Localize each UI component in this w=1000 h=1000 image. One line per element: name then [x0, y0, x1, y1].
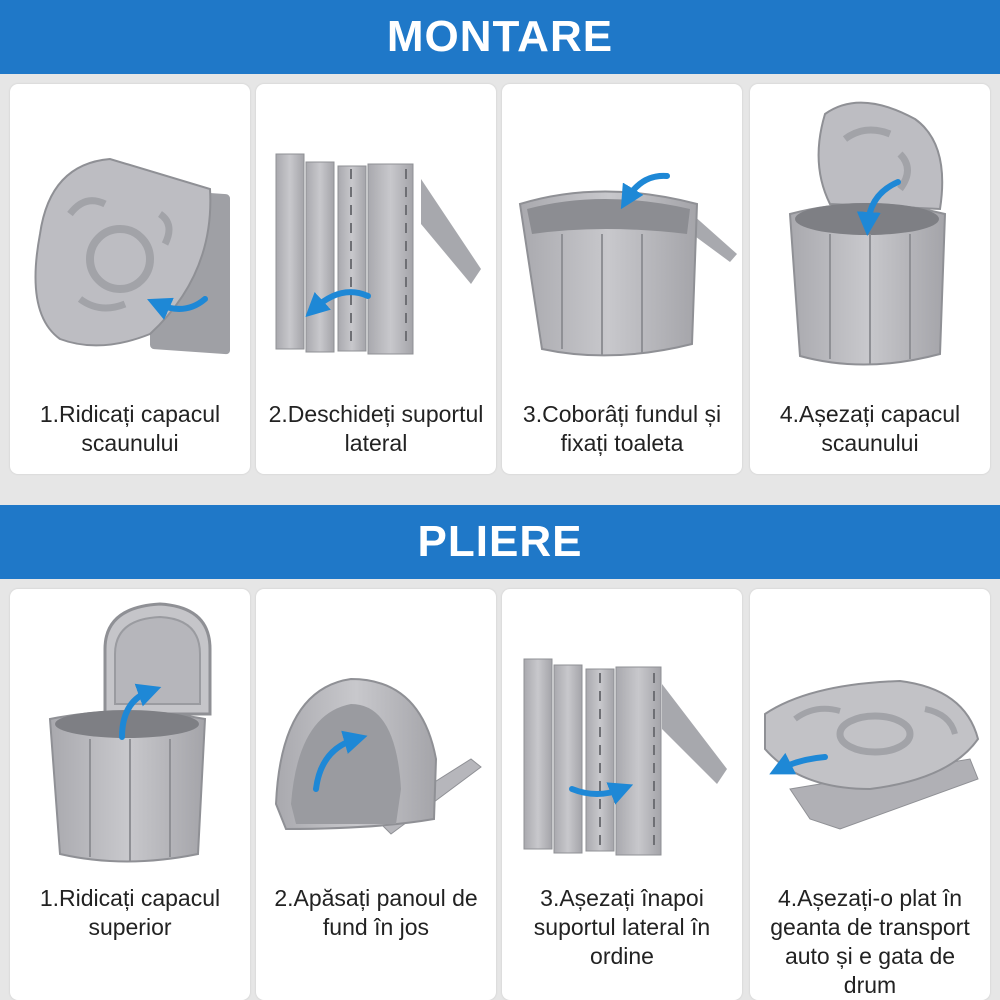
pliere-step-4-caption: 4.Așezați-o plat în geanta de transport … — [770, 885, 970, 998]
montare-step-2-caption: 2.Deschideți suportul lateral — [268, 401, 484, 456]
lower-bottom-illustration — [518, 172, 737, 357]
pliere-step-3-caption: 3.Așezați înapoi suportul lateral în ord… — [533, 885, 711, 969]
pliere-step-1-caption: 1.Ridicați capacul superior — [39, 885, 221, 940]
section-title-pliere: PLIERE — [0, 505, 1000, 579]
montare-step-4-card: 4.Așezați capacul scaunului — [750, 84, 990, 474]
montare-step-3-caption: 3.Coborâți fundul și fixați toaleta — [522, 401, 722, 456]
pliere-step-3-card: 3.Așezați înapoi suportul lateral în ord… — [502, 589, 742, 1000]
press-bottom-panel-illustration — [274, 677, 482, 835]
montare-step-2-card: 2.Deschideți suportul lateral — [256, 84, 496, 474]
section-title-montare: MONTARE — [0, 0, 1000, 74]
montare-step-3-card: 3.Coborâți fundul și fixați toaleta — [502, 84, 742, 474]
place-seat-lid-illustration — [788, 101, 947, 366]
lift-top-lid-illustration — [48, 602, 212, 863]
pliere-step-2-card: 2.Apăsați panoul de fund în jos — [256, 589, 496, 1000]
lift-seat-lid-illustration — [34, 157, 230, 355]
montare-step-1-caption: 1.Ridicați capacul scaunului — [39, 401, 221, 456]
montare-step-1-card: 1.Ridicați capacul scaunului — [10, 84, 250, 474]
pliere-step-4-card: 4.Așezați-o plat în geanta de transport … — [750, 589, 990, 1000]
montare-step-4-caption: 4.Așezați capacul scaunului — [779, 401, 961, 456]
pliere-step-2-caption: 2.Apăsați panoul de fund în jos — [274, 885, 478, 940]
replace-side-support-illustration — [523, 658, 727, 856]
fold-flat-illustration — [764, 679, 980, 830]
pliere-step-1-card: 1.Ridicați capacul superior — [10, 589, 250, 1000]
open-side-support-illustration — [275, 153, 481, 355]
